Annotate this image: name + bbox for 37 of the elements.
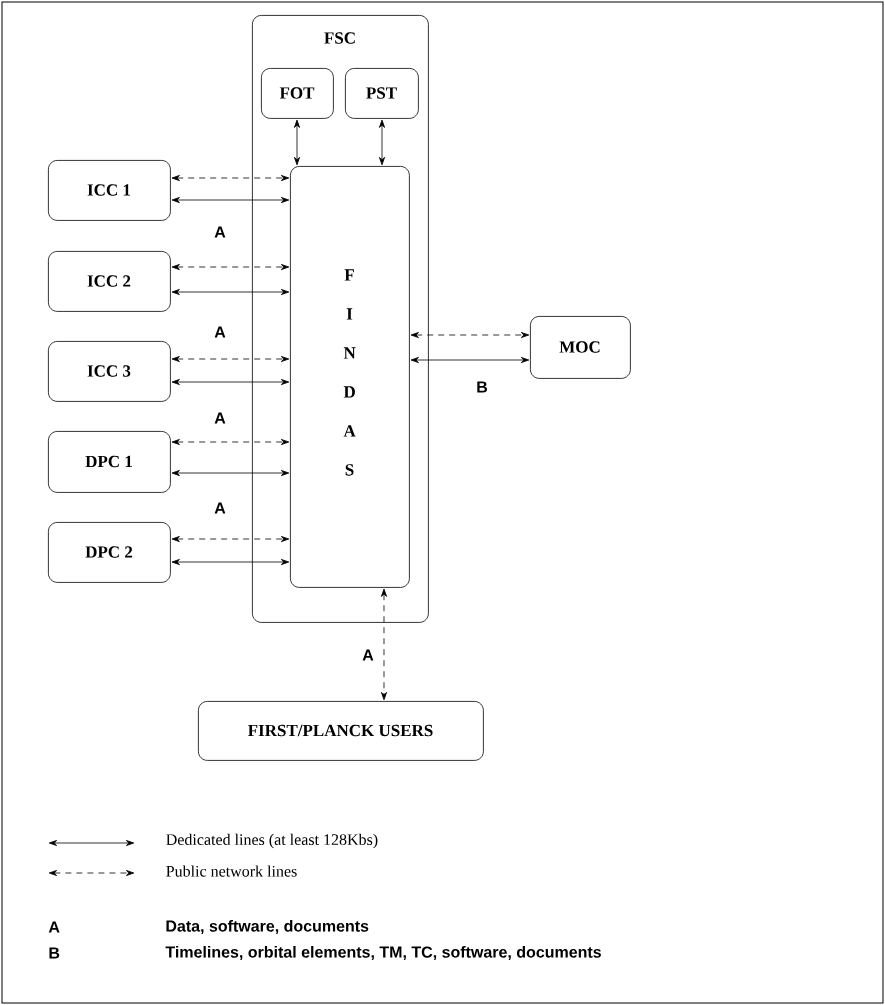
system-box: F I N D A S <box>290 166 410 588</box>
key-text: Timelines, orbital elements, TM, TC, software, documents <box>165 946 601 961</box>
process-box: FIRST/PLANCK USERS <box>198 701 484 761</box>
arrow <box>171 559 290 566</box>
arrow <box>171 356 290 362</box>
edge-label: A <box>213 325 227 339</box>
arrow <box>381 588 387 701</box>
arrow <box>171 175 290 182</box>
arrow <box>171 264 290 271</box>
arrow <box>171 289 290 295</box>
process-box: DPC 2 <box>48 522 171 583</box>
arrow <box>410 332 530 338</box>
arrow <box>171 536 290 543</box>
arrow <box>171 439 290 445</box>
key-letter: B <box>49 947 60 959</box>
arrow <box>171 197 290 204</box>
edge-label: A <box>361 648 375 662</box>
arrow <box>410 357 530 363</box>
arrow <box>294 119 300 166</box>
arrow <box>171 379 290 385</box>
process-box: FOT <box>261 68 334 119</box>
edge-label: A <box>213 411 227 425</box>
process-box: PST <box>345 68 419 119</box>
edge-label: A <box>213 225 227 239</box>
legend-text: Public network lines <box>166 865 297 877</box>
process-box: ICC 2 <box>48 251 171 312</box>
edge-label: B <box>475 380 489 394</box>
key-text: Data, software, documents <box>166 920 369 935</box>
edge-label: A <box>213 501 227 515</box>
key-letter: A <box>48 921 60 933</box>
process-box: MOC <box>530 316 631 379</box>
process-box: ICC 1 <box>48 160 171 221</box>
process-box: ICC 3 <box>48 341 171 402</box>
legend-text: Dedicated lines (at least 128Kbs) <box>166 833 378 849</box>
arrow <box>171 470 290 477</box>
process-box: DPC 1 <box>48 431 171 493</box>
arrow <box>379 119 385 166</box>
